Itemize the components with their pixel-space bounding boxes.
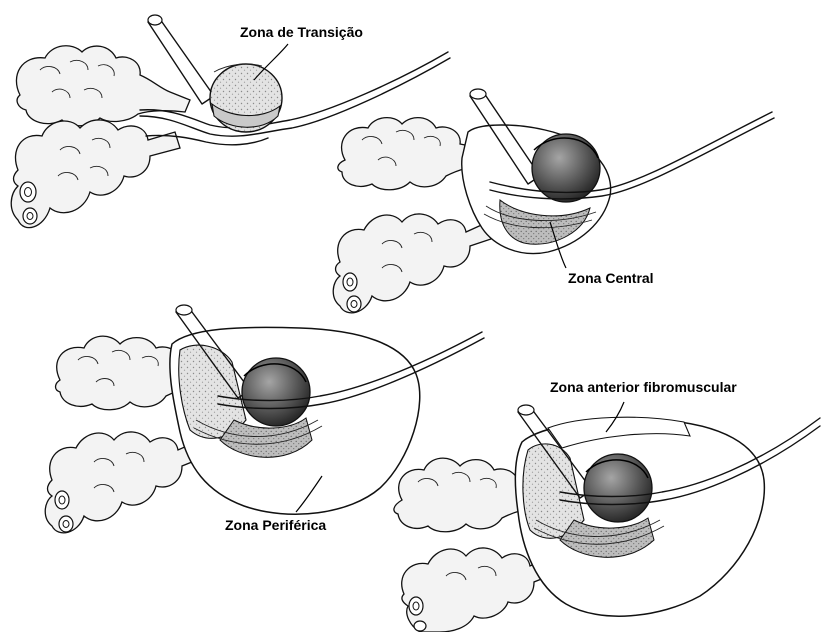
label-central-zone: Zona Central (568, 270, 654, 286)
urethra-tube (140, 52, 448, 128)
label-transition-zone: Zona de Transição (240, 24, 363, 40)
label-anterior-fibromuscular-zone: Zona anterior fibromuscular (550, 379, 737, 395)
vas-deferens-lower (333, 214, 494, 313)
panel-anterior-fibromuscular-zone (394, 402, 820, 632)
seminal-vesicle-upper (16, 46, 190, 126)
vas-deferens-lower (45, 432, 202, 533)
panel-central-zone (333, 89, 774, 313)
label-peripheral-zone: Zona Periférica (225, 517, 326, 533)
